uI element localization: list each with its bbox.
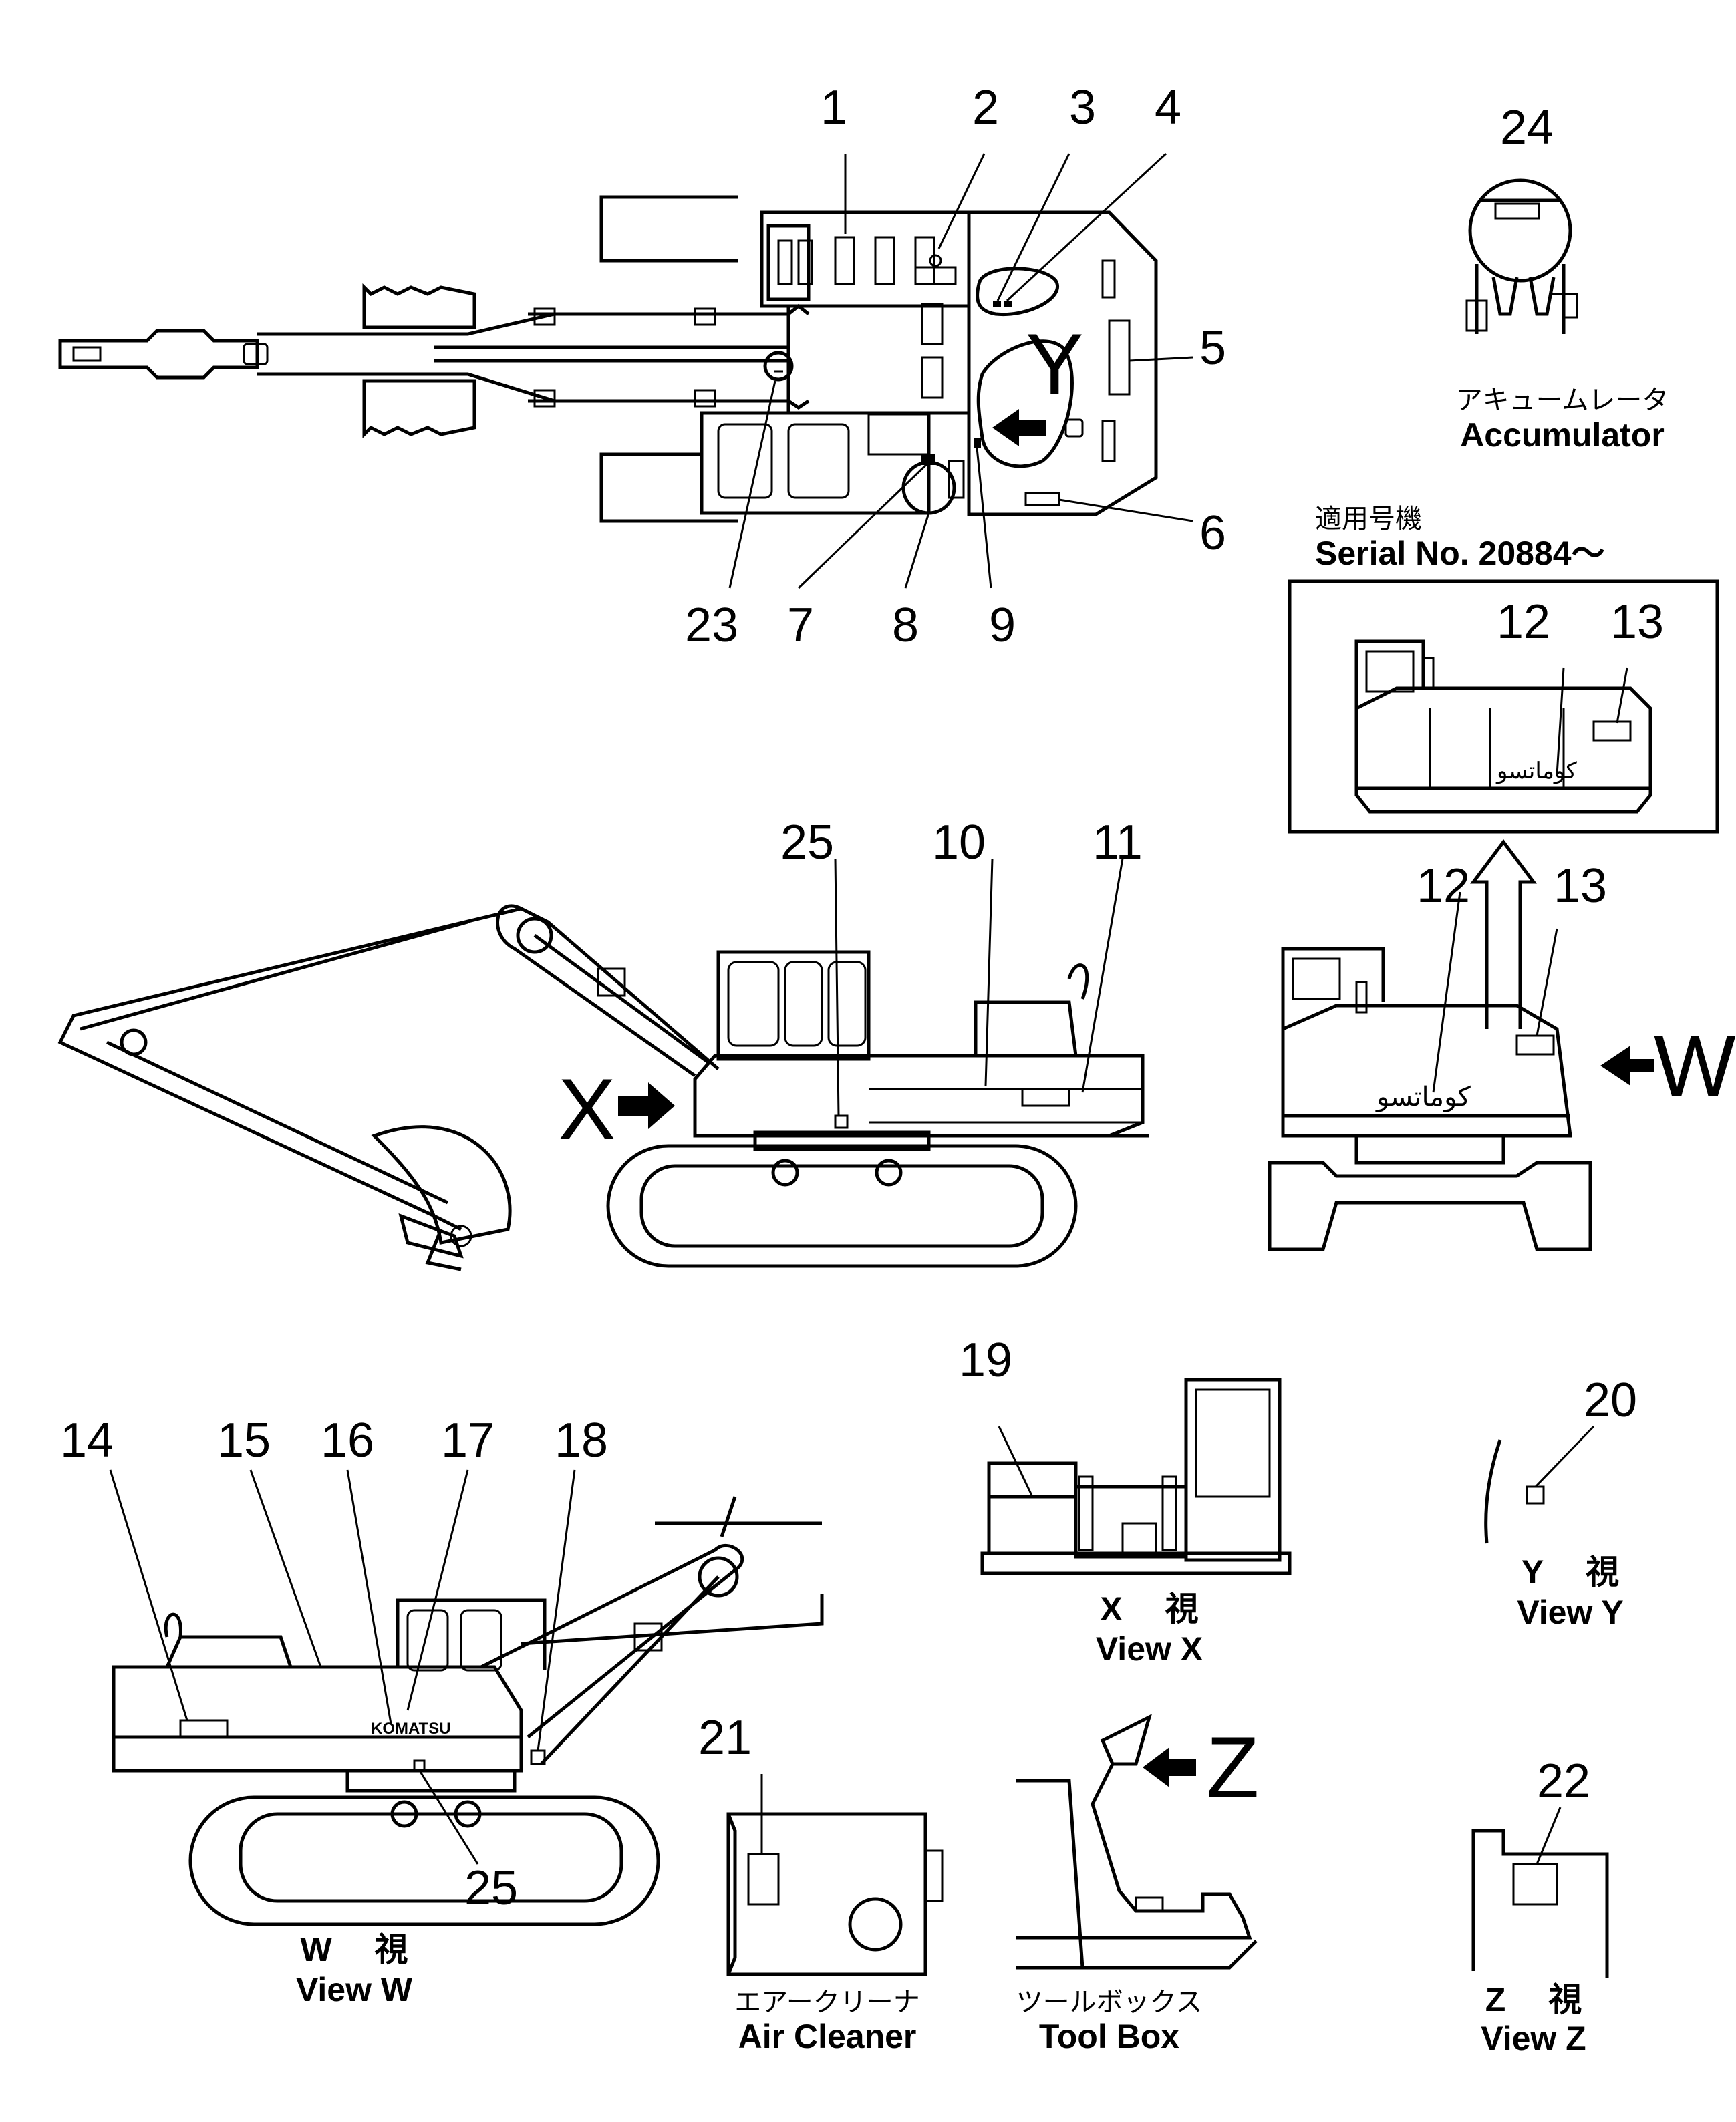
serial-label-jp: 適用号機 [1315,504,1422,534]
callout-1: 1 [821,81,847,134]
callout-3: 3 [1069,81,1096,134]
view-w-label-en: View W [296,1971,413,2008]
view-w-drawing: KOMATSU [109,1469,824,1926]
air-cleaner-label-en: Air Cleaner [738,2018,917,2055]
accumulator-label-en: Accumulator [1460,416,1665,454]
air-cleaner-drawing [726,1774,944,1976]
top-view-callouts: 1 2 3 4 5 6 7 8 9 23 Y [685,81,1226,652]
air-cleaner-callout-21: 21 [698,1711,752,1765]
inset-callout-13: 13 [1610,595,1664,649]
up-arrow [1470,839,1537,1029]
side-callout-10: 10 [932,816,986,869]
w-callout-14: 14 [60,1414,114,1467]
callout-6: 6 [1199,506,1226,560]
tool-box-label-jp: ツールボックス [1016,1988,1203,2017]
top-view-drawing [58,152,1193,589]
inset-callout-12: 12 [1497,595,1550,649]
komatsu-logo-text: KOMATSU [371,1720,451,1738]
w-callout-17: 17 [441,1414,494,1467]
callout-23: 23 [685,599,738,652]
tool-box-drawing [1016,1714,1258,1970]
view-y-marker: Y [1026,315,1084,413]
w-callout-16: 16 [321,1414,374,1467]
y-callout-20: 20 [1584,1374,1637,1427]
callout-8: 8 [892,599,919,652]
view-x-label-jp: X 視 [1100,1590,1198,1628]
side-callout-25: 25 [780,816,834,869]
view-y-drawing [1484,1425,1595,1544]
view-z-marker: Z [1206,1718,1259,1816]
x-callout-19: 19 [959,1334,1012,1387]
serial-label-en: Serial No. 20884～ [1315,535,1605,572]
w-callout-18: 18 [555,1414,608,1467]
side-view-drawing [57,858,1149,1271]
accumulator-label-jp: アキュームレータ [1456,386,1669,415]
view-z-label-en: View Z [1481,2020,1586,2057]
view-z-label-jp: Z 視 [1485,1981,1582,2018]
view-w-label-jp: W 視 [300,1931,408,1968]
air-cleaner-label-jp: エアークリーナ [734,1988,920,2017]
view-x-drawing [980,1378,1292,1575]
view-y-label-en: View Y [1517,1594,1623,1631]
z-callout-22: 22 [1537,1755,1590,1808]
rear-arabic-brand: كوماتسو [1375,1082,1471,1112]
w-callout-25: 25 [464,1861,518,1915]
side-callout-11: 11 [1093,816,1143,869]
view-w-marker: W [1654,1017,1736,1114]
rear-view-drawing: كوماتسو [1268,891,1654,1251]
serial-inset-drawing: كوماتسو [1288,579,1719,834]
w-callout-15: 15 [217,1414,271,1467]
callout-7: 7 [787,599,814,652]
rear-callout-13: 13 [1554,859,1607,913]
view-x-marker: X [558,1060,616,1158]
callout-4: 4 [1155,81,1181,134]
callout-5: 5 [1199,321,1226,375]
tool-box-label-en: Tool Box [1039,2018,1179,2055]
callout-2: 2 [972,81,999,134]
view-z-drawing [1471,1807,1609,1978]
callout-9: 9 [989,599,1016,652]
view-y-label-jp: Y 視 [1522,1553,1619,1591]
view-x-label-en: View X [1096,1630,1203,1668]
accumulator-drawing [1465,178,1578,334]
rear-callout-12: 12 [1417,859,1470,913]
inset-arabic-brand: كوماتسو [1495,758,1577,784]
callout-24: 24 [1500,101,1554,154]
